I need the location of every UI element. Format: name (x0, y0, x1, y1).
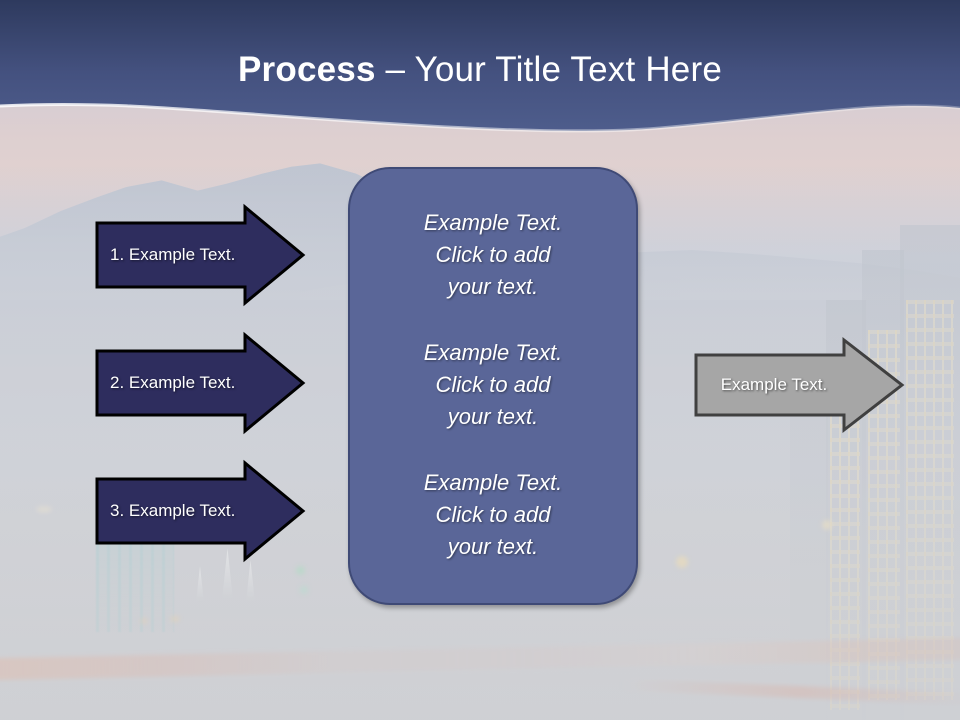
center-block-3-line-1: Example Text. (423, 470, 563, 495)
step-arrow-1[interactable]: 1. Example Text. (95, 203, 306, 307)
center-block-1-line-1: Example Text. (423, 210, 563, 235)
center-block-3-line-3: your text. (447, 534, 539, 559)
center-text-block-1: Example Text. Click to add your text. (376, 207, 610, 303)
result-arrow[interactable]: Example Text. (694, 336, 905, 434)
center-content-box[interactable]: Example Text. Click to add your text. Ex… (348, 167, 638, 605)
page-title-rest: – Your Title Text Here (375, 50, 722, 89)
step-arrow-3[interactable]: 3. Example Text. (95, 459, 306, 563)
center-block-1-line-2: Click to add (435, 242, 551, 267)
center-block-1-line-3: your text. (447, 274, 539, 299)
page-title: Process – Your Title Text Here (0, 49, 960, 91)
center-block-2-line-2: Click to add (435, 372, 551, 397)
center-block-3-line-2: Click to add (435, 502, 551, 527)
center-block-2-line-1: Example Text. (423, 340, 563, 365)
center-text-block-3: Example Text. Click to add your text. (376, 467, 610, 563)
header-banner: Process – Your Title Text Here (0, 0, 960, 140)
center-block-2-line-3: your text. (447, 404, 539, 429)
page-title-strong: Process (238, 50, 376, 89)
step-arrow-2[interactable]: 2. Example Text. (95, 331, 306, 435)
center-text-block-2: Example Text. Click to add your text. (376, 337, 610, 433)
